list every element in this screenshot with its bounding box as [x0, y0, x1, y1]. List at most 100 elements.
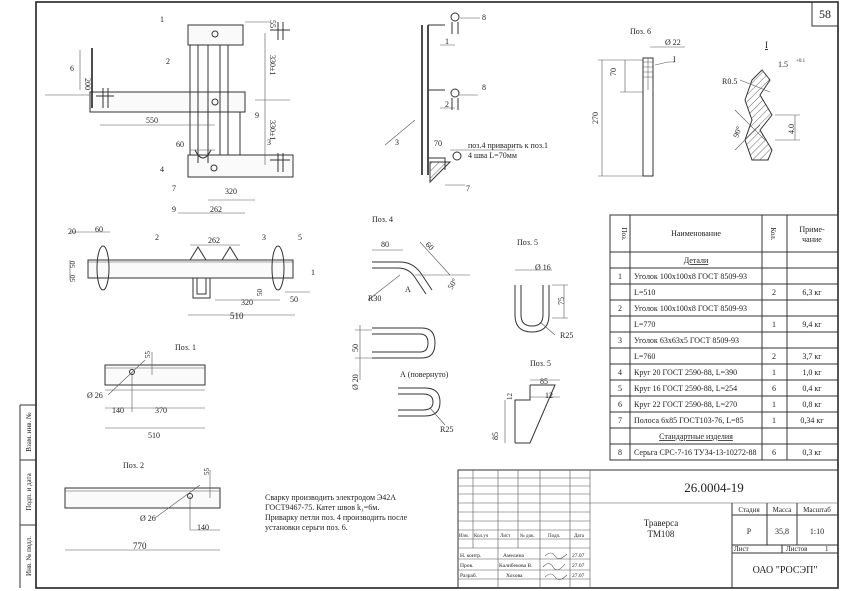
cell-name: Круг 22 ГОСТ 2590-88, L=270 — [634, 400, 737, 409]
scale-label: Масштаб — [803, 506, 831, 514]
pos5u-dim-75: 75 — [557, 297, 566, 305]
top-dim-50c: 50 — [256, 289, 264, 297]
scale-value: 1:10 — [810, 527, 824, 536]
top-callout-2: 2 — [155, 233, 159, 242]
cell-pos: 1 — [618, 272, 622, 281]
main-view: 55 200 330±1 330±1 550 60 9 320 9 262 1 … — [45, 15, 294, 214]
dim-550: 550 — [146, 116, 158, 125]
signer-role: Н. контр. — [460, 553, 482, 559]
cell-note: 3,7 кг — [802, 352, 822, 361]
company-name: ОАО "РОСЭП" — [753, 565, 818, 576]
cell-pos: 7 — [618, 416, 622, 425]
cell-qty: 6 — [772, 448, 776, 457]
dim-9-bottom: 9 — [172, 205, 176, 214]
page-number-box: 58 — [811, 1, 839, 27]
callout-1: 1 — [160, 15, 164, 24]
side-stamp: Взам. инв. № Подп. и дата Инв. № подл. — [19, 404, 36, 588]
cell-name: Стандартные изделия — [659, 432, 733, 441]
signer-row: Разраб. Хохова 27.07 — [460, 572, 585, 580]
detail-I-dim-40: 4.0 — [787, 124, 796, 134]
side-view: 8 1 8 2 3 7 70 поз.4 приварить к поз.1 4… — [384, 12, 548, 193]
cell-pos: 3 — [618, 336, 622, 345]
weld-note-1: поз.4 приварить к поз.1 — [468, 141, 548, 150]
cell-qty: 2 — [772, 288, 776, 297]
pos4-dim-80: 80 — [381, 240, 389, 249]
detail-I-radius: R0.5 — [722, 77, 737, 86]
cell-note: 0,4 кг — [802, 384, 822, 393]
header-name: Наименование — [671, 229, 721, 238]
page-number: 58 — [819, 7, 831, 21]
cell-qty: 1 — [772, 400, 776, 409]
top-callout-1: 1 — [311, 268, 315, 277]
pos2-dim-770: 770 — [133, 541, 147, 551]
cell-name: Уголок 100x100x8 ГОСТ 8509-93 — [634, 272, 747, 281]
weld-note-2: 4 шва L=70мм — [468, 151, 517, 160]
pos5u-radius: R25 — [560, 331, 573, 340]
pos2-title: Поз. 2 — [123, 461, 144, 470]
detail-I-tolerance: +0.1 — [796, 59, 806, 64]
pos1-dim-140: 140 — [112, 406, 124, 415]
stage-label: Стадия — [738, 506, 760, 514]
cell-name: Уголок 100x100x8 ГОСТ 8509-93 — [634, 304, 747, 313]
cell-qty: 2 — [772, 352, 776, 361]
pos4-title: Поз. 4 — [372, 215, 393, 224]
rev-header-sign: Подп. — [548, 534, 560, 539]
pos4-radius2: R25 — [440, 425, 453, 434]
callout-2: 2 — [166, 57, 170, 66]
signer-role: Пров. — [460, 563, 474, 569]
sheets-label: Листов — [786, 545, 808, 553]
sheet-label: Лист — [734, 545, 749, 553]
pos4-section-mark: А — [405, 285, 411, 294]
table-row: L=510 2 6,3 кг — [610, 283, 838, 297]
title-line-2: ТМ108 — [648, 529, 675, 539]
dim-330-upper: 330±1 — [268, 55, 277, 75]
pos6-title: Поз. 6 — [630, 27, 651, 36]
signer-role: Разраб. — [460, 572, 478, 579]
signer-date: 27.07 — [572, 573, 585, 579]
cell-pos: 2 — [618, 304, 622, 313]
dim-70-side: 70 — [434, 139, 442, 148]
dim-9-right: 9 — [255, 111, 259, 120]
cell-pos: 4 — [618, 368, 622, 377]
callout-8-mid: 8 — [482, 83, 486, 92]
top-dim-50d: 50 — [290, 295, 298, 304]
doc-number: 26.0004-19 — [684, 480, 744, 495]
cell-name: Детали — [684, 256, 709, 265]
pos4-radius: R30 — [368, 294, 381, 303]
stage-value: Р — [747, 527, 752, 536]
header-pos: Поз. — [620, 227, 628, 240]
top-dim-50b: 50 — [69, 261, 77, 269]
cell-pos: 8 — [618, 448, 622, 457]
note-line-3: Приварку петли поз. 4 производить после — [265, 513, 408, 522]
cell-note: 6,3 кг — [802, 288, 822, 297]
pos5u-title: Поз. 5 — [517, 238, 538, 247]
header-qty: Кол. — [769, 228, 777, 241]
cell-qty: 1 — [772, 320, 776, 329]
pos5-plate-view: Поз. 5 85 12 12 85 — [491, 359, 560, 444]
cell-note: 0,3 кг — [802, 448, 822, 457]
pos1-dim-370: 370 — [155, 406, 167, 415]
callout-1-side: 1 — [445, 37, 449, 46]
rev-header-doc: № док. — [520, 533, 535, 539]
cell-name: L=510 — [634, 288, 655, 297]
title-line-1: Траверса — [644, 518, 678, 528]
note-line-2: ГОСТ9467-75. Катет швов k₁=6м. — [265, 503, 379, 512]
cell-qty: 1 — [772, 368, 776, 377]
mass-value: 35,8 — [775, 527, 789, 536]
cell-pos: 5 — [618, 384, 622, 393]
note-line-1: Сварку производить электродом Э42А — [265, 493, 396, 502]
callout-7-side: 7 — [466, 184, 470, 193]
callout-3: 3 — [267, 138, 271, 147]
pos2-diameter: Ø 26 — [140, 514, 156, 523]
cell-qty: 6 — [772, 384, 776, 393]
pos1-dim-55: 55 — [144, 351, 152, 359]
pos5p-dim-12a: 12 — [506, 393, 514, 401]
title-block: 26.0004-19 Траверса ТМ108 Стадия Масса М… — [457, 469, 839, 589]
dim-60: 60 — [176, 140, 184, 149]
rev-header-date: Дата — [574, 534, 585, 539]
